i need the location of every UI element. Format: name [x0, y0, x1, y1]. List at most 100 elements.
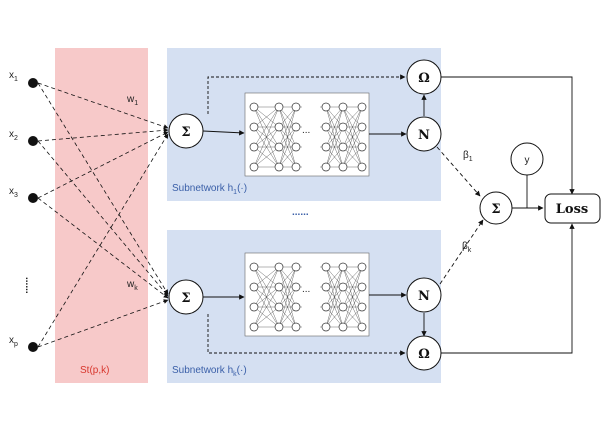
final-sum-node-symbol: Σ	[491, 202, 500, 217]
mlp-network-1	[249, 102, 367, 172]
mlp-neuron	[274, 282, 284, 292]
mlp-connection	[253, 266, 280, 308]
mlp-neuron	[338, 282, 348, 292]
mlp-neuron	[291, 262, 301, 272]
mlp-neuron	[249, 282, 259, 292]
mlp-connection	[278, 126, 297, 168]
mlp-connection	[278, 106, 297, 168]
input-edge-3-to-sum-2	[37, 197, 169, 299]
mlp-neuron	[357, 262, 367, 272]
edge-omegak-to-loss	[441, 223, 575, 354]
skip-edge-sumk-to-omegak	[207, 314, 406, 356]
final-sum-node: Σ	[479, 191, 513, 225]
mlp-neuron	[321, 102, 331, 112]
mlp-neuron	[321, 142, 331, 152]
mlp-neuron	[274, 302, 284, 312]
mlp-connection	[342, 266, 363, 328]
skip-edge-sum1-to-omega1	[207, 74, 406, 114]
mlp-neuron	[321, 122, 331, 132]
mlp-neuron	[249, 162, 259, 172]
mlp-connection	[342, 106, 363, 128]
mlp-connection	[325, 146, 344, 168]
mlp-neuron	[249, 302, 259, 312]
mlp-neuron	[249, 262, 259, 272]
sum-node-1: Σ	[168, 113, 204, 149]
mlp-neuron	[338, 142, 348, 152]
mlp-neuron	[338, 262, 348, 272]
mlp-neuron	[357, 102, 367, 112]
mlp-connection	[278, 266, 297, 308]
mlp-network-k	[249, 262, 367, 332]
mlp-neuron	[249, 142, 259, 152]
mlp-neuron	[338, 102, 348, 112]
mlp-connection	[278, 266, 297, 328]
mlp-connection	[278, 146, 297, 168]
mlp-connection	[278, 306, 297, 328]
mlp-neuron	[274, 162, 284, 172]
mlp-connection	[325, 266, 344, 308]
mlp-connection	[253, 266, 280, 288]
mlp-neuron	[274, 322, 284, 332]
sum-node-1-symbol: Σ	[181, 125, 190, 140]
mlp-neuron	[338, 122, 348, 132]
mlp-neuron	[338, 162, 348, 172]
input-node-x1	[28, 78, 38, 88]
sum-node-k: Σ	[168, 279, 204, 315]
sum-node-k-symbol: Σ	[181, 291, 190, 306]
mlp-connection	[325, 286, 344, 328]
norm-node-1: N	[406, 116, 442, 152]
mlp-connection	[325, 266, 344, 328]
input-label-x1: x1	[9, 70, 18, 83]
mlp-neuron	[338, 322, 348, 332]
input-edge-1-to-sum-2	[37, 82, 169, 295]
mlp-connection	[342, 106, 363, 148]
mlp-ellipsis-k: ...	[302, 284, 310, 295]
mlp-neuron	[274, 142, 284, 152]
mlp-connection	[342, 266, 363, 288]
mlp-connection	[278, 266, 297, 288]
target-y-label: y	[525, 155, 530, 166]
input-label-xp: xp	[9, 335, 18, 348]
loss-label: Loss	[556, 202, 588, 217]
omega-node-k: Ω	[406, 335, 442, 371]
input-edge-2-to-sum-2	[37, 140, 169, 297]
mlp-neuron	[291, 122, 301, 132]
mlp-connection	[253, 306, 280, 328]
mlp-connection	[253, 266, 280, 328]
subnetwork-1-label: Subnetwork h1(·)	[172, 183, 247, 196]
mlp-connection	[342, 286, 363, 328]
mlp-neuron	[291, 142, 301, 152]
mlp-neuron	[291, 322, 301, 332]
input-edge-3-to-sum-1	[37, 131, 169, 199]
edge-omega1-to-loss	[441, 76, 575, 195]
target-y-node: y	[510, 142, 544, 176]
mlp-neuron	[357, 302, 367, 312]
input-node-xp	[28, 342, 38, 352]
mlp-connection	[253, 106, 280, 148]
mlp-neuron	[321, 322, 331, 332]
mlp-connection	[342, 266, 363, 308]
mlp-neuron	[291, 162, 301, 172]
mlp-neuron	[291, 302, 301, 312]
mlp-neuron	[321, 262, 331, 272]
omega-node-1-symbol: Ω	[418, 71, 430, 86]
edge-normk-to-final-sum	[439, 219, 484, 285]
norm-node-k: N	[406, 277, 442, 313]
mlp-connection	[253, 126, 280, 168]
mlp-neuron	[357, 282, 367, 292]
mlp-connection	[253, 286, 280, 328]
input-edge-4-to-sum-2	[37, 299, 169, 348]
mlp-connection	[342, 146, 363, 168]
mlp-connection	[325, 106, 344, 168]
mlp-connection	[342, 306, 363, 328]
mlp-ellipsis-1: ...	[302, 125, 310, 136]
mlp-connection	[325, 106, 344, 128]
edge-sum1-to-mlp1	[202, 130, 245, 136]
input-nodes	[28, 78, 38, 352]
mlp-neuron	[291, 102, 301, 112]
mlp-connection	[278, 106, 297, 128]
mlp-neuron	[249, 102, 259, 112]
norm-node-1-symbol: N	[418, 128, 430, 143]
mlp-connection	[253, 146, 280, 168]
